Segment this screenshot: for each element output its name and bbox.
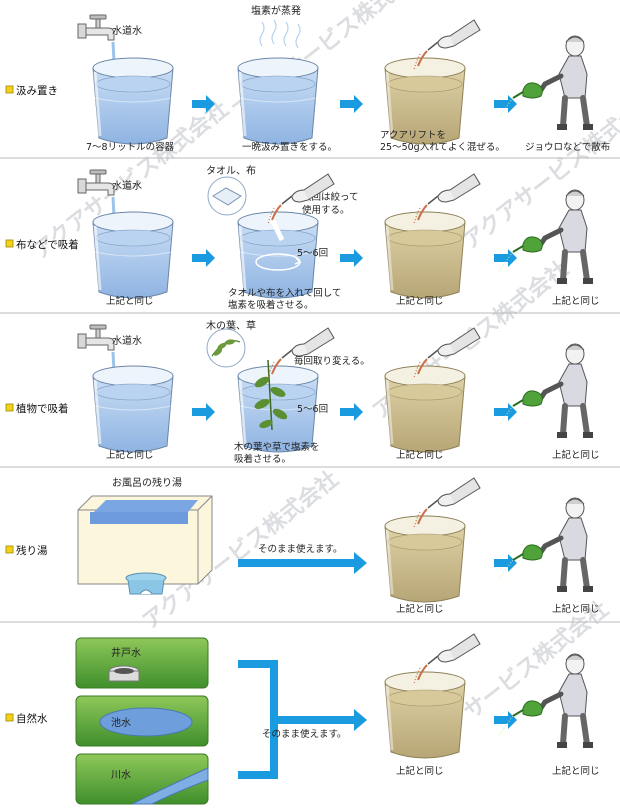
row-label: 自然水 [16, 712, 48, 725]
step4-caption: 上記と同じ [552, 449, 600, 461]
times-label: 5～6回 [297, 248, 328, 259]
note-line1: 毎回取り変える。 [294, 355, 370, 367]
step4-caption: 上記と同じ [552, 295, 600, 307]
note-line2: 使用する。 [302, 204, 350, 216]
step3-caption: 上記と同じ [396, 449, 444, 461]
step4-caption: 上記と同じ [552, 603, 600, 615]
bucket-icon [383, 364, 467, 454]
step2-caption-line2: 吸着させる。 [234, 453, 291, 465]
long-arrow-icon [238, 552, 367, 574]
arrow-icon [494, 554, 517, 572]
chlorine-label: 塩素が蒸発 [251, 4, 301, 17]
vapor-icon [259, 19, 301, 49]
step1-caption: 上記と同じ [106, 449, 154, 461]
bathtub-icon [77, 495, 213, 585]
step3-caption: 上記と同じ [396, 603, 444, 615]
step2-caption: 一晩汲み置きをする。 [242, 142, 337, 153]
bullet-icon [5, 403, 14, 412]
material-label: 木の葉、草 [206, 319, 256, 332]
swirl-icon [255, 253, 302, 271]
row-label: 残り湯 [16, 544, 48, 557]
row-label: 植物で吸着 [16, 402, 69, 415]
source-label: お風呂の残り湯 [112, 476, 182, 489]
row-shizensui: 自然水 井戸水 池水 川水 そのまま使えます。 上記と同じ [5, 633, 600, 805]
bullet-icon [5, 713, 14, 722]
row-separators [0, 157, 620, 623]
river-icon [75, 753, 209, 805]
arrow-icon [340, 95, 363, 113]
leaf-icon [206, 328, 246, 368]
step3-caption-line1: アクアリフトを [380, 130, 446, 141]
well-icon [75, 637, 209, 689]
gardener-icon [499, 344, 593, 438]
bucket-icon [383, 514, 467, 604]
bucket-icon [91, 56, 175, 146]
row-kumioki: 汲み置き 水道水 7～8リットルの容器 塩素が蒸発 一晩汲み置きをする。 アクア… [5, 4, 610, 153]
gardener-icon [499, 36, 593, 130]
towel-icon [207, 176, 247, 216]
faucet-icon [77, 324, 115, 351]
stool-icon [125, 572, 167, 595]
step1-caption: 7～8リットルの容器 [86, 141, 175, 153]
bucket-icon [383, 210, 467, 300]
arrow-icon [340, 249, 363, 267]
row-label: 布などで吸着 [16, 238, 79, 251]
bucket-icon [91, 364, 175, 454]
row-label: 汲み置き [16, 84, 58, 97]
step3-caption: 上記と同じ [396, 765, 444, 777]
bucket-icon [91, 210, 175, 300]
step1-caption: 上記と同じ [106, 295, 154, 307]
step3-caption: 上記と同じ [396, 295, 444, 307]
bracket-arrow-icon [238, 660, 367, 779]
step4-caption: 上記と同じ [552, 765, 600, 777]
tap-label: 水道水 [112, 24, 142, 37]
bullet-icon [5, 545, 14, 554]
step3-caption-line2: 25～50g入れてよく混ぜる。 [380, 142, 505, 153]
bullet-icon [5, 85, 14, 94]
arrow-icon [340, 403, 363, 421]
arrow-caption: そのまま使えます。 [258, 543, 343, 555]
watermark: アクアサービス株式会社 [458, 86, 620, 255]
bullet-icon [5, 239, 14, 248]
arrow-caption: そのまま使えます。 [262, 728, 347, 740]
arrow-icon [192, 403, 215, 421]
step4-caption: ジョウロなどで散布 [525, 141, 610, 153]
tap-label: 水道水 [112, 334, 142, 347]
times-label: 5～6回 [297, 404, 328, 415]
material-label: タオル、布 [206, 165, 256, 177]
row-shokubutsu: 植物で吸着 水道水 上記と同じ 木の葉、草 毎回取り変える。 5～6回 木の葉や… [5, 319, 600, 465]
source2-label: 池水 [111, 716, 131, 729]
step2-caption-line1: 木の葉や草で塩素を [234, 441, 320, 453]
faucet-icon [77, 14, 115, 41]
arrow-icon [192, 249, 215, 267]
gardener-icon [499, 498, 593, 592]
bucket-icon [383, 670, 467, 760]
row-nokoriyu: 残り湯 お風呂の残り湯 そのまま使えます。 上記と同じ 上記と同じ [5, 476, 600, 615]
source1-label: 井戸水 [111, 646, 141, 659]
plant-in-water [254, 359, 288, 431]
pond-icon [75, 695, 209, 747]
source3-label: 川水 [111, 769, 131, 781]
step2-caption-line1: タオルや布を入れて回して [228, 287, 341, 299]
row-nuno: 布などで吸着 水道水 上記と同じ タオル、布 次回は絞って 使用する。 5～6回… [5, 165, 600, 311]
bucket-icon [236, 56, 320, 146]
tap-label: 水道水 [112, 179, 142, 192]
step2-caption-line2: 塩素を吸着させる。 [228, 299, 314, 311]
